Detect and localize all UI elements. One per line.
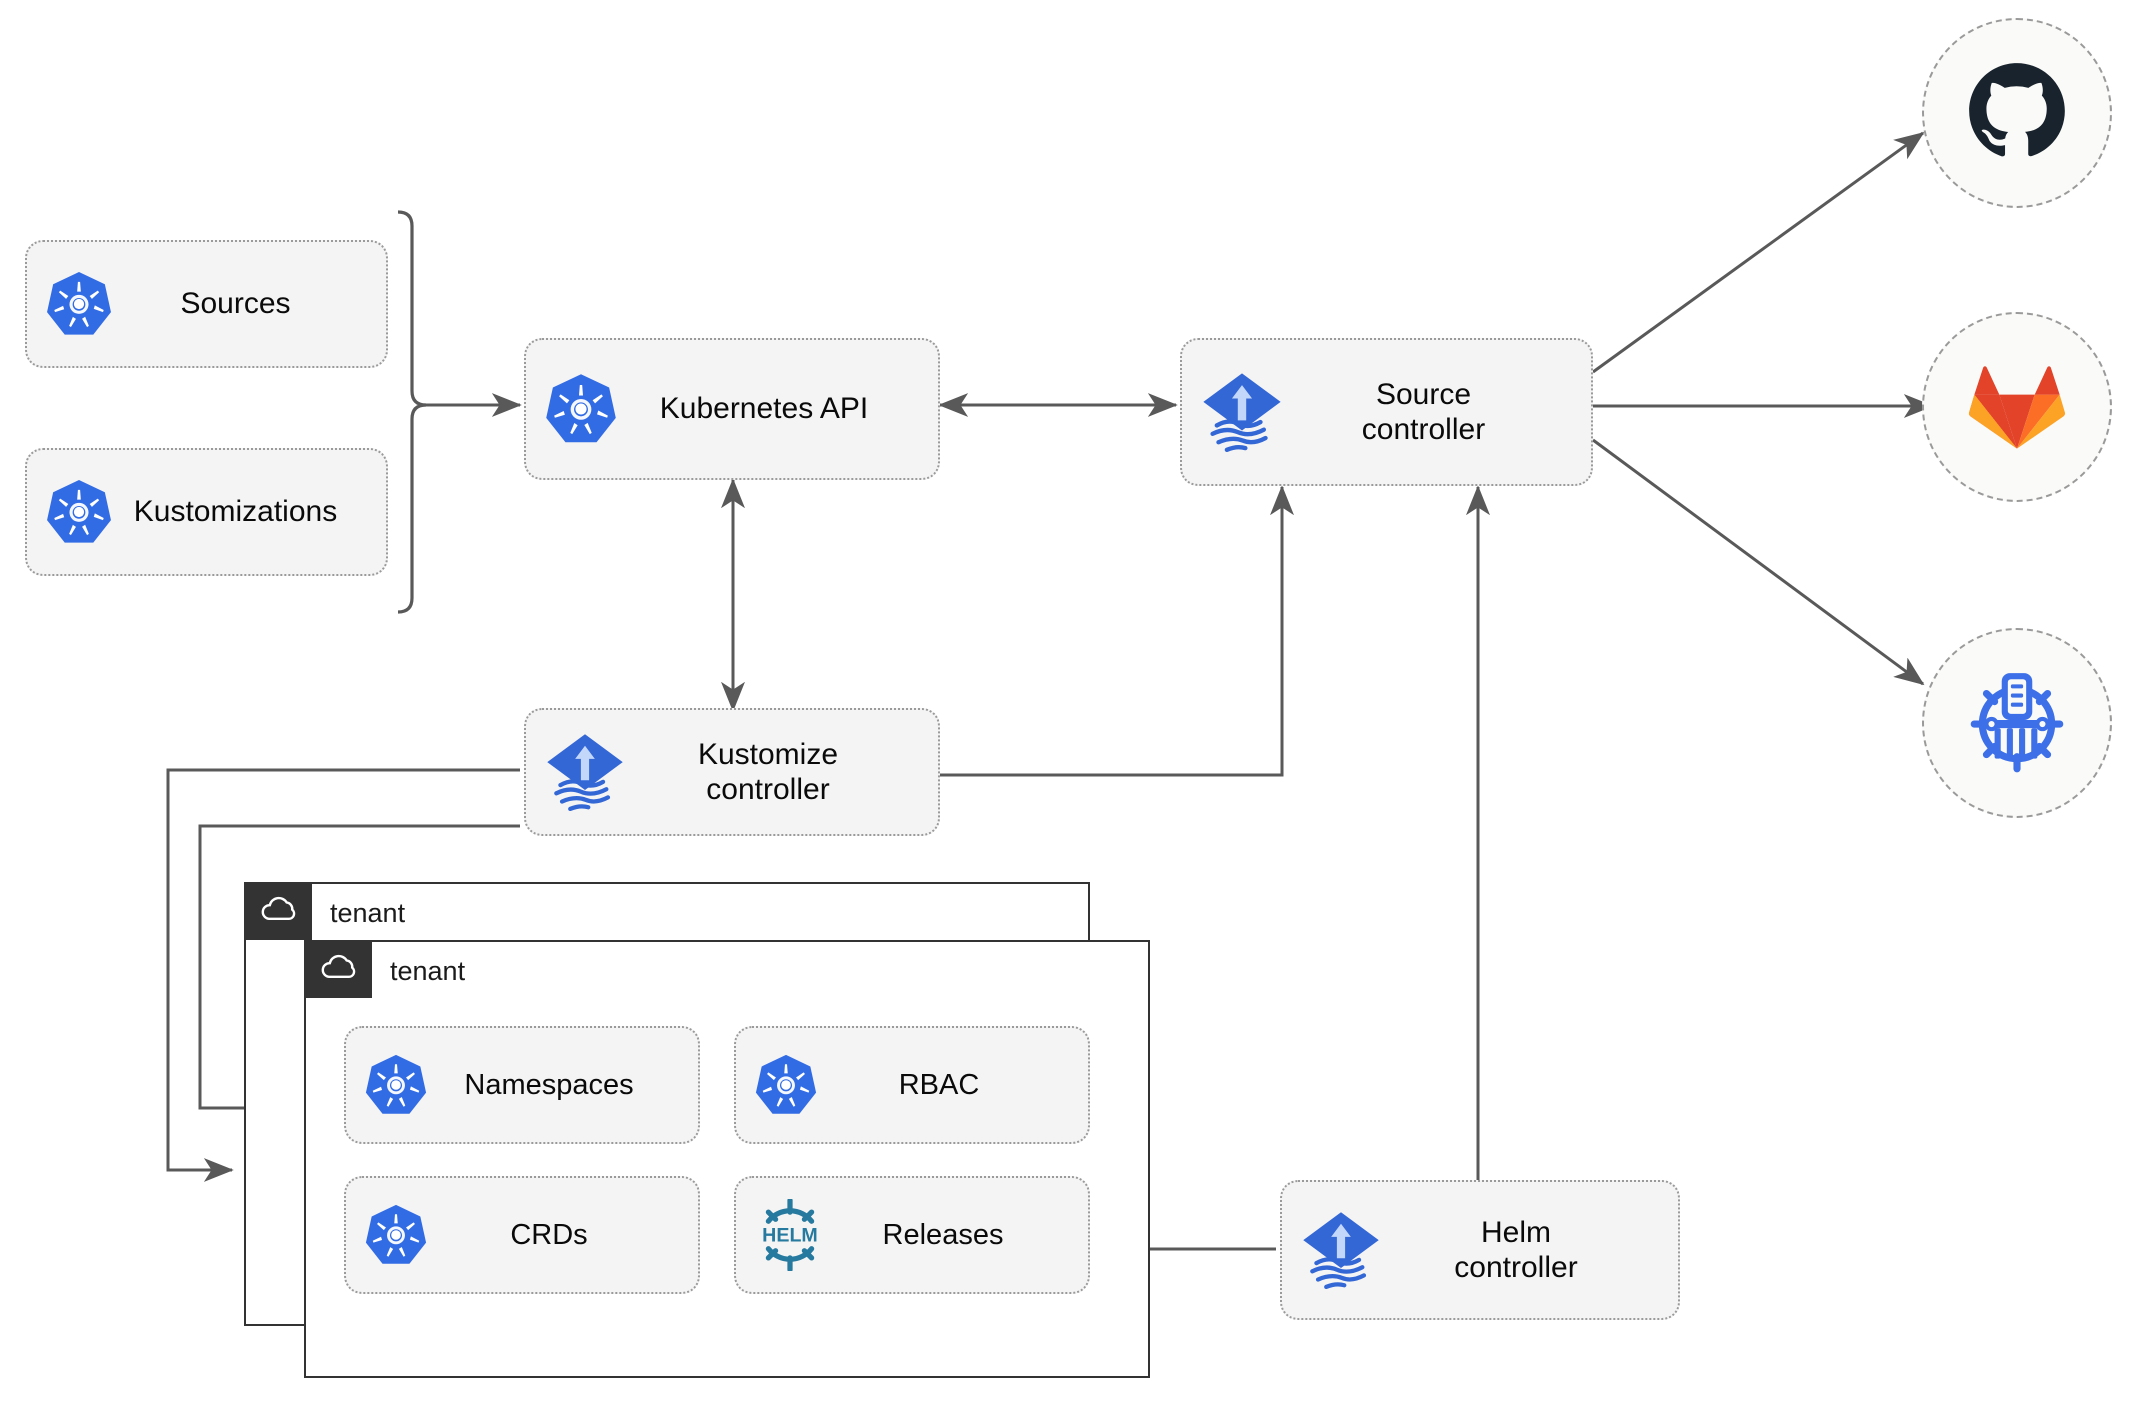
node-kustomize-controller[interactable]: Kustomize controller [524,708,940,836]
github-icon [1965,59,2069,168]
node-helm-controller[interactable]: Helm controller [1280,1180,1680,1320]
node-label: Releases [882,1218,1004,1251]
kubernetes-icon [364,1053,428,1117]
helm-icon [754,1199,826,1271]
helm-repository-icon [1961,665,2073,782]
node-releases[interactable]: Releases [734,1176,1090,1294]
tenant-box-front[interactable]: tenant Namespaces RBAC CRDs Releases [304,940,1150,1378]
node-kustomizations[interactable]: Kustomizations [25,448,388,576]
kubernetes-icon [754,1053,818,1117]
cloud-icon [319,954,359,987]
tenant-tab [246,884,312,940]
gitlab-icon [1965,353,2069,462]
node-sources[interactable]: Sources [25,240,388,368]
node-label: Kustomize controller [697,737,839,806]
provider-github[interactable] [1922,18,2112,208]
node-label: Kustomizations [133,495,338,529]
kubernetes-icon [45,270,113,338]
node-label: Source controller [1361,377,1486,446]
flux-icon [1200,370,1284,454]
node-label: RBAC [898,1068,980,1101]
node-label: Kubernetes API [659,392,869,426]
node-crds[interactable]: CRDs [344,1176,700,1294]
node-source-controller[interactable]: Source controller [1180,338,1593,486]
tenant-label: tenant [390,956,466,986]
flux-icon [544,731,626,813]
tenant-label: tenant [330,898,406,928]
node-label: Sources [180,287,291,321]
node-label: CRDs [510,1218,588,1251]
kubernetes-icon [45,478,113,546]
node-namespaces[interactable]: Namespaces [344,1026,700,1144]
node-rbac[interactable]: RBAC [734,1026,1090,1144]
node-label: Helm controller [1454,1215,1578,1284]
provider-helm-repository[interactable] [1922,628,2112,818]
provider-gitlab[interactable] [1922,312,2112,502]
kubernetes-icon [544,372,618,446]
node-kubernetes-api[interactable]: Kubernetes API [524,338,940,480]
cloud-icon [259,896,299,929]
node-label: Namespaces [464,1068,634,1101]
tenant-tab [306,942,372,998]
kubernetes-icon [364,1203,428,1267]
flux-icon [1300,1209,1382,1291]
